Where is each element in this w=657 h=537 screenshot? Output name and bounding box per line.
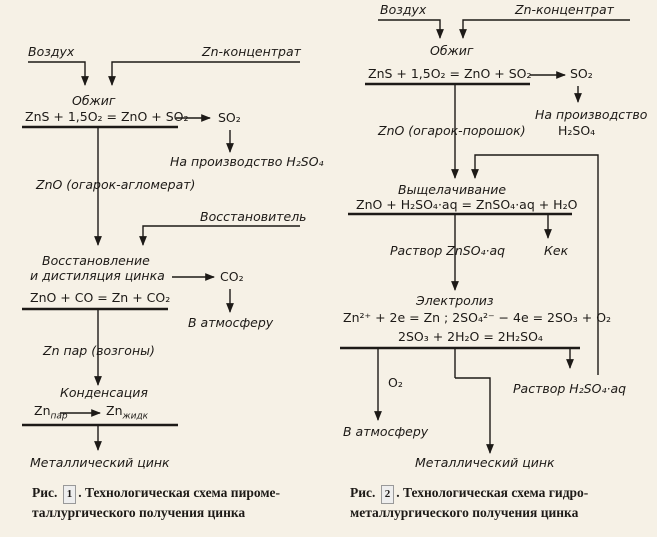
fig2-zn-concentrate-label: Zn-концентрат bbox=[515, 2, 614, 17]
fig1-zno-agglomerate-label: ZnO (огарок-агломерат) bbox=[36, 177, 196, 192]
fig2-solution-label: Раствор ZnSO₄·aq bbox=[390, 243, 506, 258]
fig1-reduction-equation: ZnO + CO = Zn + CO₂ bbox=[30, 290, 171, 305]
fig2-o2-label: O₂ bbox=[388, 375, 403, 390]
fig2-cake-label: Кек bbox=[544, 243, 569, 258]
fig1-so2-label: SO₂ bbox=[218, 110, 241, 125]
fig1-roasting-label: Обжиг bbox=[72, 93, 116, 108]
fig2-number-badge: 2 bbox=[380, 485, 395, 504]
fig2-leach-equation: ZnO + H₂SO₄·aq = ZnSO₄·aq + H₂O bbox=[356, 197, 578, 212]
fig1-zn-concentrate-label: Zn-концентрат bbox=[202, 44, 301, 59]
fig2-to-production-label: На производство bbox=[535, 107, 648, 122]
fig1-to-h2so4-label: На производство H₂SO₄ bbox=[170, 154, 324, 169]
fig2-roast-equation: ZnS + 1,5O₂ = ZnO + SO₂ bbox=[368, 66, 532, 81]
fig2-electrolysis-label: Электролиз bbox=[416, 293, 494, 308]
fig2-atmosphere-label: В атмосферу bbox=[343, 424, 429, 439]
fig2-roasting-label: Обжиг bbox=[430, 43, 474, 58]
fig2-leaching-label: Выщелачивание bbox=[398, 182, 507, 197]
fig1-co2-label: CO₂ bbox=[220, 269, 244, 284]
fig2-zno-powder-label: ZnO (огарок-порошок) bbox=[378, 123, 526, 138]
fig1-reductant-label: Восстановитель bbox=[200, 209, 307, 224]
fig2-electro-equation-2: 2SO₃ + 2H₂O = 2H₂SO₄ bbox=[398, 329, 543, 344]
fig2-solution-acid-label: Раствор H₂SO₄·aq bbox=[513, 381, 627, 396]
fig1-roast-equation: ZnS + 1,5O₂ = ZnO + SO₂ bbox=[25, 109, 189, 124]
fig2-air-label: Воздух bbox=[380, 2, 427, 17]
fig2-caption: Рис. 2. Технологическая схема гидро- мет… bbox=[350, 485, 589, 520]
fig1-reduction-label-2: и дистиляция цинка bbox=[30, 268, 165, 283]
fig2-so2-label: SO₂ bbox=[570, 66, 593, 81]
fig2-electro-equation-1: Zn²⁺ + 2e = Zn ; 2SO₄²⁻ − 4e = 2SO₃ + O₂ bbox=[343, 310, 612, 325]
fig1-caption: Рис. 1. Технологическая схема пироме- та… bbox=[32, 485, 281, 520]
fig2-metal-zinc-label: Металлический цинк bbox=[415, 455, 555, 470]
fig1-number-badge: 1 bbox=[62, 485, 77, 504]
fig1-cond-zn-liquid: Znжидк bbox=[106, 403, 149, 422]
fig1-condensation-label: Конденсация bbox=[60, 385, 148, 400]
fig1-cond-zn-vapor: Znпар bbox=[34, 403, 68, 422]
fig1-metal-zinc-label: Металлический цинк bbox=[30, 455, 170, 470]
fig1-air-label: Воздух bbox=[28, 44, 75, 59]
fig1-zn-vapor-label: Zn пар (возгоны) bbox=[43, 343, 155, 358]
fig2-h2so4-label: H₂SO₄ bbox=[558, 123, 596, 138]
fig1-atmosphere-label: В атмосферу bbox=[188, 315, 274, 330]
fig1-reduction-label-1: Восстановление bbox=[42, 253, 150, 268]
